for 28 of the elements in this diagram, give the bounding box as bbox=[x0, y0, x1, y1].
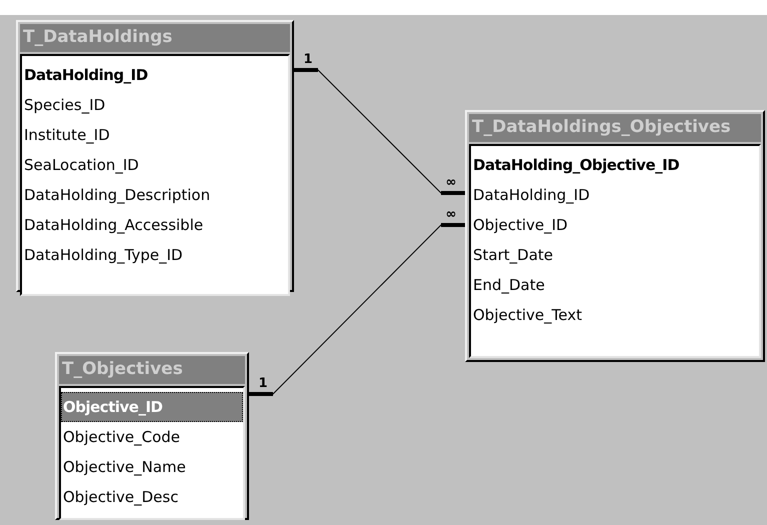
cardinality-label: ∞ bbox=[446, 176, 456, 190]
field-name: Objective_Desc bbox=[62, 487, 180, 508]
field-name: DataHolding_Type_ID bbox=[23, 245, 184, 266]
table-card bbox=[465, 110, 765, 362]
table-title: T_DataHoldings_Objectives bbox=[472, 116, 731, 140]
field-name: DataHolding_ID bbox=[472, 185, 591, 206]
table-title: T_Objectives bbox=[62, 358, 183, 382]
cardinality-label: 1 bbox=[258, 377, 268, 391]
table-card bbox=[55, 352, 249, 520]
field-name: Objective_Code bbox=[62, 427, 182, 448]
field-name: End_Date bbox=[472, 275, 546, 296]
relationship-line bbox=[247, 223, 467, 396]
field-name: DataHolding_Accessible bbox=[23, 215, 204, 236]
primary-key-field: DataHolding_Objective_ID bbox=[471, 150, 759, 180]
field-name: Objective_Name bbox=[62, 457, 187, 478]
table-title: T_DataHoldings bbox=[23, 26, 172, 50]
field-name: Species_ID bbox=[23, 95, 106, 116]
field-name: Start_Date bbox=[472, 245, 554, 266]
cardinality-label: ∞ bbox=[446, 208, 456, 222]
relationship-line bbox=[292, 68, 467, 195]
primary-key-field: DataHolding_ID bbox=[22, 60, 288, 90]
primary-key-field: Objective_ID bbox=[61, 392, 243, 422]
field-name: DataHolding_Description bbox=[23, 185, 212, 206]
cardinality-label: 1 bbox=[303, 53, 313, 67]
field-name: SeaLocation_ID bbox=[23, 155, 140, 176]
field-name: Institute_ID bbox=[23, 125, 111, 146]
field-name: Objective_ID bbox=[472, 215, 569, 236]
field-name: Objective_Text bbox=[472, 305, 583, 326]
